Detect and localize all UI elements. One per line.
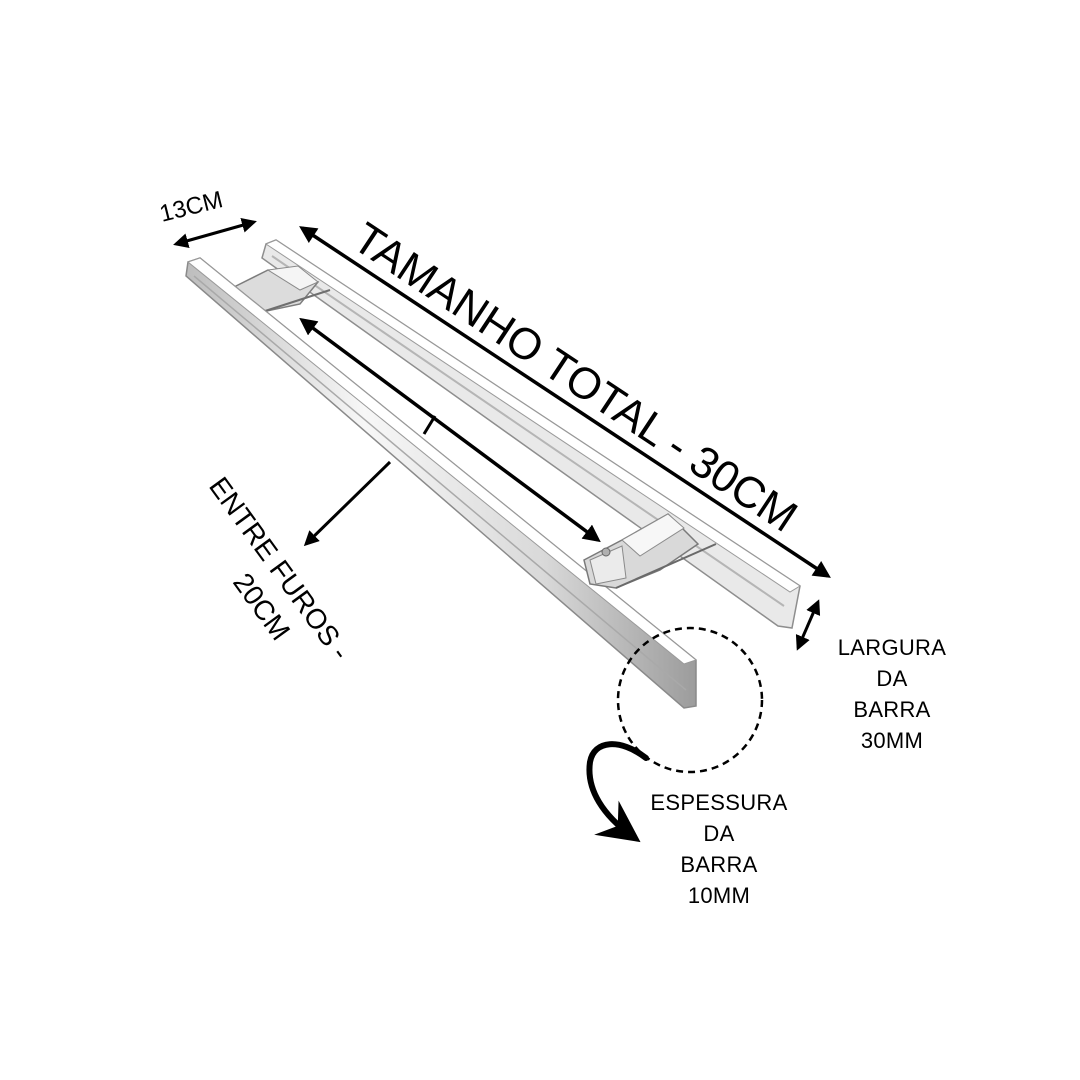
bar-thickness-line-2: DA <box>703 821 735 846</box>
width-13cm-arrow <box>173 218 257 248</box>
total-length-label: TAMANHO TOTAL - 30CM <box>344 213 805 541</box>
thickness-detail-circle <box>616 626 764 774</box>
between-holes-tick <box>422 415 437 435</box>
bar-width-line-3: BARRA <box>853 697 931 722</box>
bar-width-arrow <box>795 599 821 651</box>
width-13cm-label: 13CM <box>157 186 226 228</box>
bar-width-label: LARGURA DA BARRA 30MM <box>822 632 962 756</box>
bar-thickness-line-3: BARRA <box>680 852 758 877</box>
bar-width-line-1: LARGURA <box>837 635 947 660</box>
bar-thickness-line-1: ESPESSURA <box>650 790 788 815</box>
between-holes-pointer <box>303 460 392 547</box>
bar-thickness-line-4: 10MM <box>687 883 751 908</box>
between-holes-arrow <box>299 317 601 543</box>
thickness-curved-arrow <box>586 741 649 843</box>
bar-width-line-4: 30MM <box>860 728 924 753</box>
bar-width-line-2: DA <box>876 666 908 691</box>
bar-thickness-label: ESPESSURA DA BARRA 10MM <box>640 787 798 911</box>
total-length-arrow <box>299 226 831 578</box>
